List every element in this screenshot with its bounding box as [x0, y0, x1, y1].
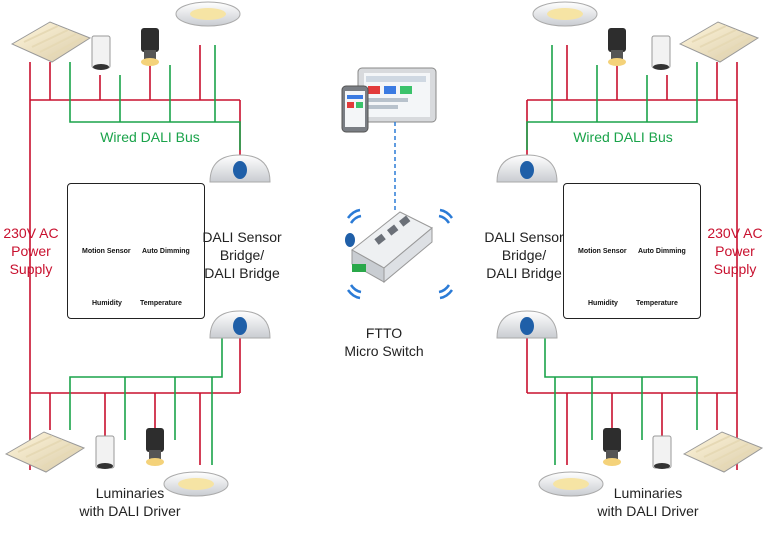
- left-bottom-downlight: [163, 471, 229, 497]
- right-bottom-cylinder-light: [652, 435, 672, 469]
- right-top-cylinder-light: [651, 35, 671, 70]
- left-sensor-box: Motion Sensor Auto Dimming Humidity Temp…: [67, 183, 205, 319]
- humidity-label: Humidity: [588, 300, 618, 307]
- right-wiring: [526, 45, 738, 470]
- temperature-label: Temperature: [636, 300, 678, 307]
- ftto-switch: [345, 211, 433, 284]
- right-top-panel-light: [678, 21, 760, 63]
- left-top-downlight: [175, 1, 241, 27]
- left-luminaires-label: Luminaries with DALI Driver: [79, 485, 181, 519]
- left-top-bridge-dome: [209, 154, 271, 183]
- left-bus-label: Wired DALI Bus: [100, 129, 200, 145]
- phone-device: [341, 85, 369, 133]
- switch-label: FTTO Micro Switch: [344, 325, 424, 359]
- temperature-label: Temperature: [140, 300, 182, 307]
- right-top-bridge-dome: [496, 154, 558, 183]
- right-power-label: 230V AC Power Supply: [707, 225, 763, 277]
- left-wiring: [29, 45, 241, 470]
- left-bottom-spot-light: [146, 428, 164, 466]
- right-bottom-downlight: [538, 471, 604, 497]
- right-top-downlight: [532, 1, 598, 27]
- left-top-panel-light: [10, 21, 92, 63]
- wireless-signal-icons: [346, 208, 454, 300]
- left-power-label: 230V AC Power Supply: [3, 225, 59, 277]
- auto-dimming-label: Auto Dimming: [638, 248, 686, 255]
- left-top-cylinder-light: [91, 35, 111, 70]
- right-bottom-spot-light: [603, 428, 621, 466]
- right-bottom-bridge-dome: [496, 310, 558, 339]
- right-sensor-box: Motion Sensor Auto Dimming Humidity Temp…: [563, 183, 701, 319]
- right-bus-label: Wired DALI Bus: [573, 129, 673, 145]
- left-bottom-bridge-dome: [209, 310, 271, 339]
- left-bridge-label: DALI Sensor Bridge/ DALI Bridge: [202, 229, 282, 281]
- left-top-spot-light: [141, 28, 159, 66]
- right-luminaires-label: Luminaries with DALI Driver: [597, 485, 699, 519]
- motion-sensor-label: Motion Sensor: [82, 248, 131, 255]
- motion-sensor-label: Motion Sensor: [578, 248, 627, 255]
- right-bottom-panel-light: [682, 431, 764, 473]
- tablet-device: [357, 67, 437, 123]
- humidity-label: Humidity: [92, 300, 122, 307]
- right-bridge-label: DALI Sensor Bridge/ DALI Bridge: [484, 229, 564, 281]
- left-bottom-panel-light: [4, 431, 86, 473]
- left-bottom-cylinder-light: [95, 435, 115, 469]
- auto-dimming-label: Auto Dimming: [142, 248, 190, 255]
- right-top-spot-light: [608, 28, 626, 66]
